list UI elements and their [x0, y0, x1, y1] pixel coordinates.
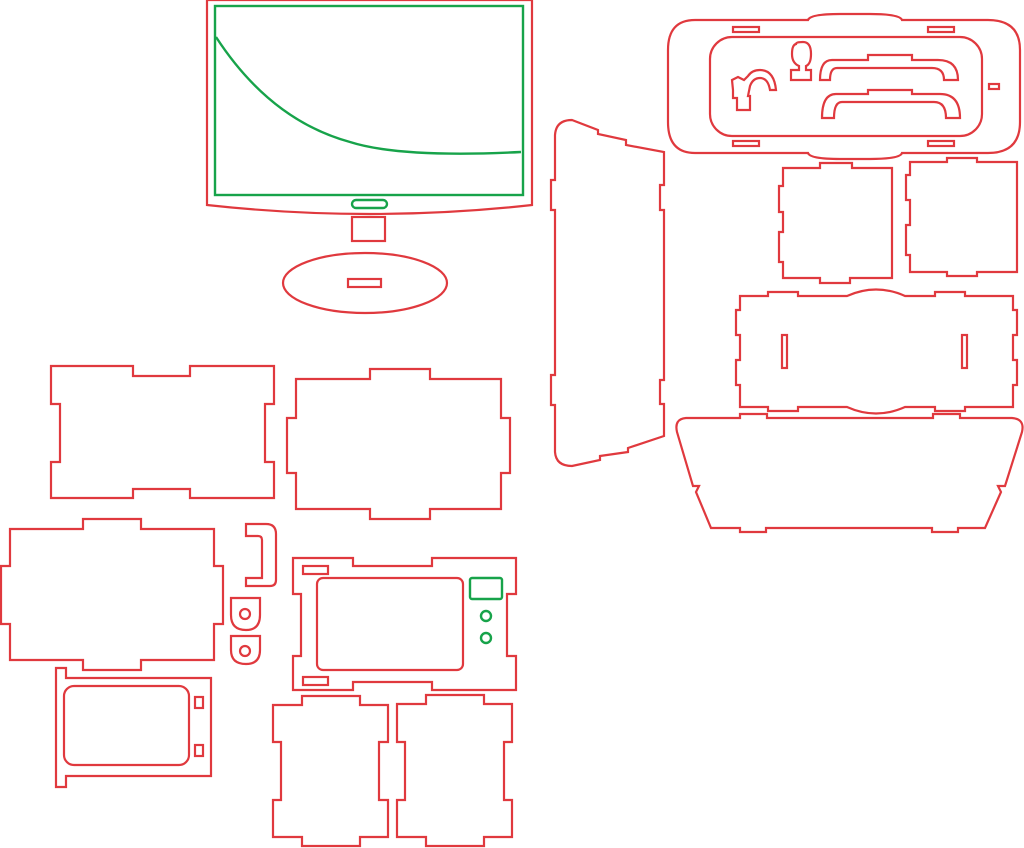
curved-side-panel — [549, 118, 666, 468]
long-tray-panel — [734, 288, 1019, 415]
box-e-outline — [395, 693, 514, 848]
screen-engrave — [213, 4, 525, 197]
tray-slot-bl — [731, 139, 761, 148]
tray-inner-cutout — [708, 35, 984, 138]
control-screen-engrave — [468, 576, 504, 601]
trapezoid-outline — [675, 412, 1024, 534]
trapezoid-bottom-panel — [675, 412, 1024, 534]
control-knob-2 — [479, 631, 493, 645]
tray-slot-tl — [731, 25, 761, 34]
window-cutout — [62, 684, 191, 767]
small-box-panel-a — [777, 161, 894, 285]
monitor-screen-panel — [205, 0, 534, 216]
small-box-a-outline — [777, 161, 894, 285]
hook-shape — [730, 68, 778, 112]
handle-part-outline — [244, 522, 278, 588]
tray-outer-outline — [666, 12, 1022, 161]
reflection-curve — [214, 36, 522, 155]
long-tray-slot-right — [960, 333, 969, 370]
box-panel-d — [271, 694, 390, 848]
box-panel-b — [285, 367, 512, 521]
control-display-cutout — [315, 576, 465, 672]
window-slot-upper — [193, 695, 205, 710]
handle-arc-lower — [820, 88, 962, 120]
handle-arc-upper — [818, 53, 960, 82]
long-tray-slot-left — [780, 333, 789, 370]
control-knob-1 — [479, 609, 493, 623]
control-panel-outline — [291, 556, 518, 692]
tray-slot-br — [926, 139, 956, 148]
tray-slot-side — [987, 82, 1001, 91]
hinge-part-a — [229, 596, 262, 632]
monitor-base — [281, 251, 449, 315]
box-panel-c — [0, 517, 225, 672]
box-panel-e — [395, 693, 514, 848]
window-panel — [54, 666, 213, 789]
box-panel-a — [49, 364, 276, 500]
base-slot — [346, 277, 383, 289]
base-ellipse — [281, 251, 449, 315]
tray-slot-tr — [926, 25, 956, 34]
hinge-a-outline — [229, 596, 262, 632]
box-d-outline — [271, 694, 390, 848]
power-button-engrave — [350, 198, 389, 210]
window-slot-lower — [193, 743, 205, 758]
side-panel-outline — [549, 118, 666, 468]
hinge-b-hole — [238, 644, 252, 658]
box-b-outline — [285, 367, 512, 521]
control-slot-bottom — [301, 675, 330, 687]
handle-part — [244, 522, 278, 588]
small-box-panel-b — [904, 156, 1019, 278]
neck-outline — [350, 215, 387, 243]
monitor-outline — [205, 0, 534, 216]
box-a-outline — [49, 364, 276, 500]
control-face-panel — [291, 556, 518, 692]
monitor-neck — [350, 215, 387, 243]
control-slot-top — [301, 564, 330, 576]
window-panel-outline — [54, 666, 213, 789]
long-tray-outline — [734, 288, 1019, 415]
hinge-part-b — [229, 634, 262, 666]
hinge-a-hole — [238, 607, 252, 621]
handle-tray-panel — [666, 12, 1022, 161]
box-c-outline — [0, 517, 225, 672]
small-box-b-outline — [904, 156, 1019, 278]
key-shape — [789, 40, 813, 82]
hinge-b-outline — [229, 634, 262, 666]
